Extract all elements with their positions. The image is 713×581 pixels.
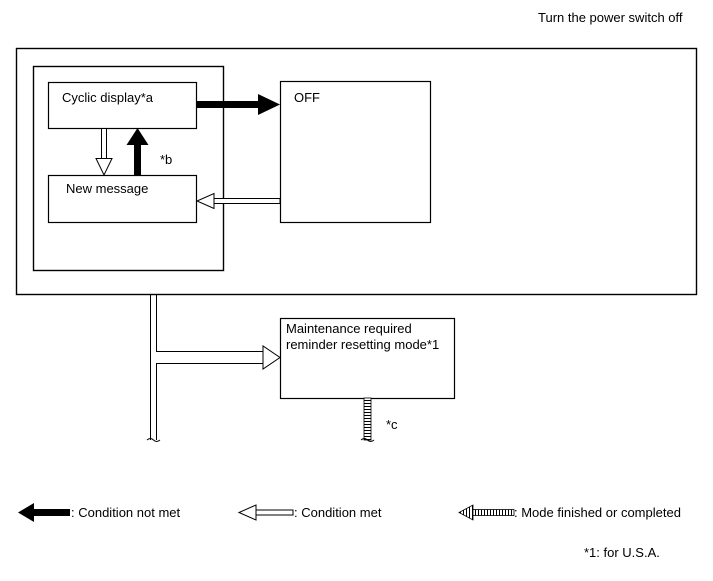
pipe-maintenance-finished: [360, 397, 375, 442]
power-off-frame: [15, 47, 698, 296]
off-box: [279, 80, 432, 224]
arrow-cyclic-to-new-message: [95, 128, 113, 177]
cyclic-display-box: [47, 81, 198, 130]
legend-condition-met: : Condition met: [294, 505, 382, 520]
legend-not-met-arrow: [18, 503, 70, 522]
maintenance-label-line1: Maintenance required: [286, 321, 412, 336]
off-label: OFF: [294, 90, 320, 105]
legend-condition-not-met: : Condition not met: [71, 505, 181, 520]
arrow-off-to-new-message: [195, 192, 281, 210]
legend-met-arrow: [237, 504, 294, 521]
page-title: Turn the power switch off: [538, 10, 683, 25]
cyclic-display-label: Cyclic display*a: [62, 90, 154, 105]
note-c: *c: [386, 417, 398, 432]
new-message-box: [47, 174, 198, 224]
maintenance-box: [279, 317, 456, 400]
display-group-frame: [32, 65, 225, 272]
arrow-cyclic-to-off: [197, 94, 280, 115]
new-message-label: New message: [66, 181, 149, 196]
note-b: *b: [160, 152, 173, 167]
footnote: *1: for U.S.A.: [584, 545, 660, 560]
legend-mode-finished: : Mode finished or completed: [514, 505, 681, 520]
arrow-new-message-to-cyclic: [126, 128, 149, 176]
maintenance-label-line2: reminder resetting mode*1: [286, 337, 440, 352]
pipe-frame-to-maintenance: [146, 295, 281, 442]
legend-finished-arrow: [458, 504, 515, 521]
